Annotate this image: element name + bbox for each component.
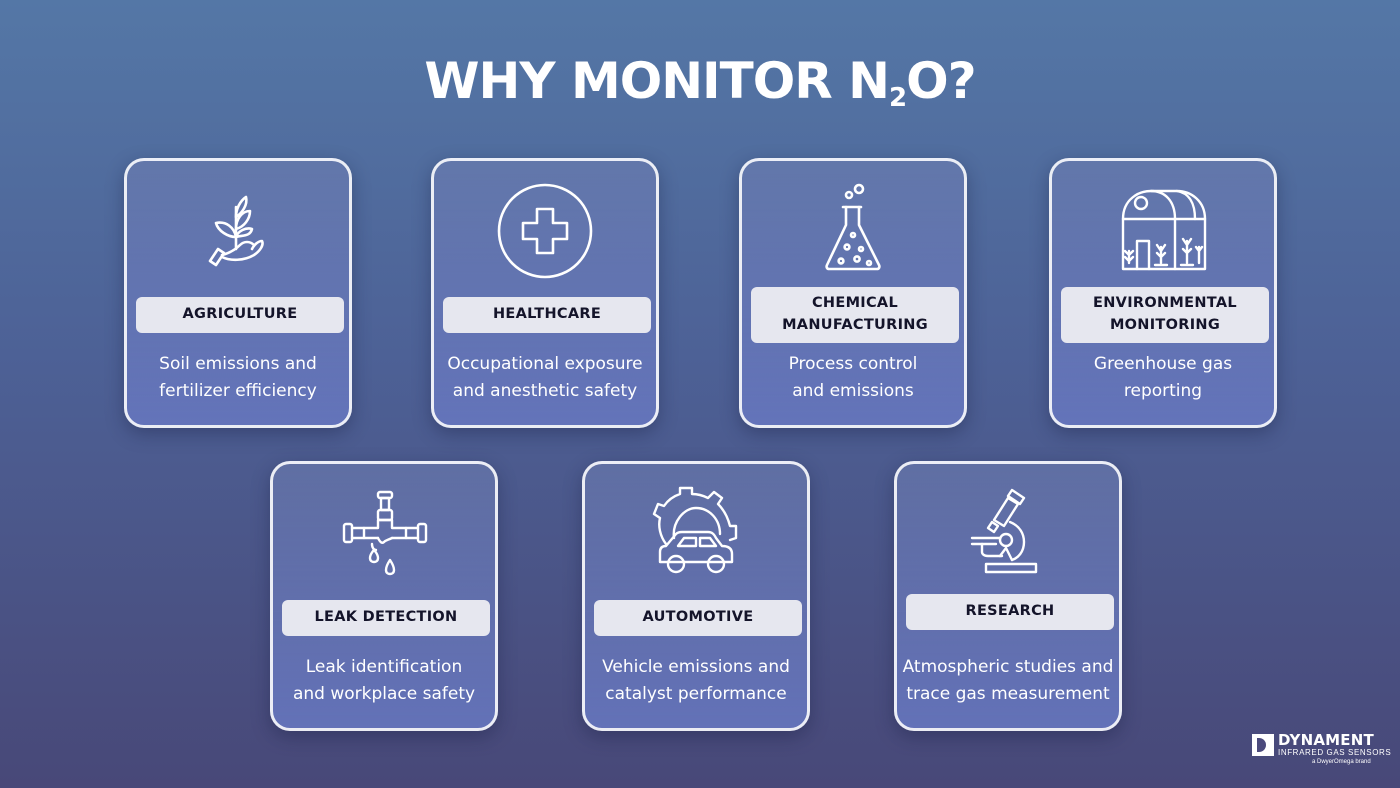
medical-cross-icon: [497, 183, 593, 279]
logo-tagline: a DwyerOmega brand: [1312, 759, 1371, 765]
card-label: AUTOMOTIVE: [594, 600, 802, 636]
dynament-logo: DYNAMENT INFRARED GAS SENSORS a DwyerOme…: [1252, 731, 1391, 772]
card-label: LEAK DETECTION: [282, 600, 490, 636]
microscope-icon: [970, 488, 1038, 574]
dynament-logo-mark-icon: [1252, 734, 1274, 756]
page-title: WHY MONITOR N2O?: [424, 52, 976, 113]
card-label: AGRICULTURE: [136, 297, 344, 333]
plant-in-hand-icon: [208, 195, 264, 267]
flask-icon: [825, 183, 881, 271]
card-label: RESEARCH: [906, 594, 1114, 630]
logo-name: DYNAMENT: [1278, 731, 1374, 749]
car-gear-icon: [652, 486, 738, 574]
leaking-pipe-icon: [342, 490, 428, 576]
logo-subtitle: INFRARED GAS SENSORS: [1278, 748, 1392, 757]
card-label: HEALTHCARE: [443, 297, 651, 333]
title-subscript: 2: [889, 83, 907, 113]
greenhouse-icon: [1121, 189, 1207, 271]
